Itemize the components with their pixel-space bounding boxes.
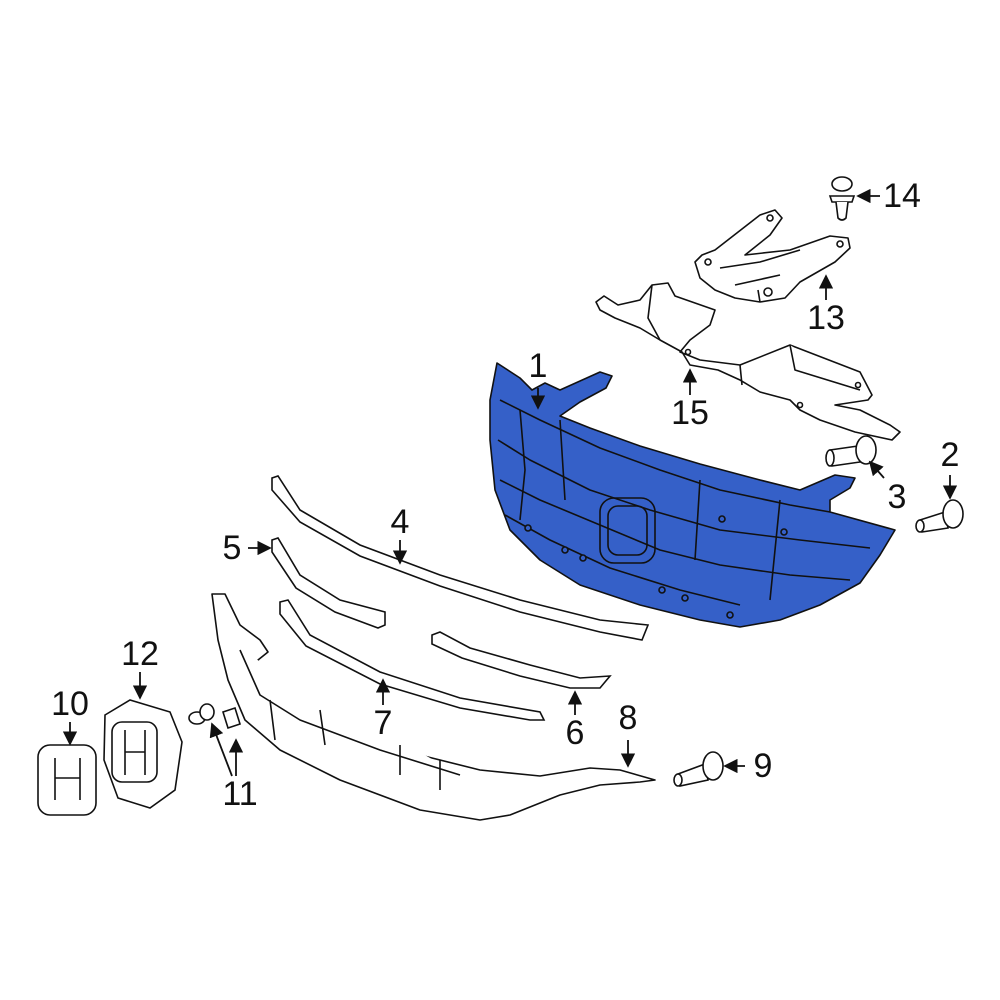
callout-8[interactable]: 8 bbox=[618, 699, 638, 737]
bolt-part-9[interactable] bbox=[673, 751, 724, 787]
support-part-15[interactable] bbox=[595, 282, 901, 441]
callout-5[interactable]: 5 bbox=[222, 529, 242, 567]
clips-part-11[interactable] bbox=[188, 703, 241, 730]
callout-12[interactable]: 12 bbox=[121, 635, 159, 673]
callout-13[interactable]: 13 bbox=[807, 299, 845, 337]
molding-part-7[interactable] bbox=[279, 599, 546, 721]
molding-part-6[interactable] bbox=[431, 631, 612, 689]
callout-11[interactable]: 11 bbox=[222, 775, 258, 813]
emblem-part-10[interactable] bbox=[37, 744, 97, 816]
callout-7[interactable]: 7 bbox=[373, 704, 393, 742]
callout-15[interactable]: 15 bbox=[671, 394, 709, 432]
callout-1[interactable]: 1 bbox=[528, 347, 548, 385]
clip-part-14[interactable] bbox=[828, 176, 856, 221]
bracket-part-13[interactable] bbox=[694, 209, 851, 303]
molding-part-4[interactable] bbox=[271, 475, 650, 641]
callout-arrows bbox=[62, 188, 958, 777]
emblem-base-part-12[interactable] bbox=[103, 699, 183, 809]
bolt-part-2[interactable] bbox=[915, 499, 964, 533]
callout-4[interactable]: 4 bbox=[390, 503, 410, 541]
callout-3[interactable]: 3 bbox=[887, 478, 907, 516]
bolt-part-3[interactable] bbox=[825, 435, 877, 467]
callout-10[interactable]: 10 bbox=[51, 685, 89, 723]
callout-9[interactable]: 9 bbox=[753, 747, 773, 785]
callout-2[interactable]: 2 bbox=[940, 436, 960, 474]
callout-14[interactable]: 14 bbox=[883, 177, 921, 215]
grille-part-1[interactable] bbox=[489, 362, 896, 628]
lower-grille-part-8[interactable] bbox=[211, 593, 656, 821]
molding-part-5[interactable] bbox=[271, 537, 386, 629]
callout-6[interactable]: 6 bbox=[565, 714, 585, 752]
